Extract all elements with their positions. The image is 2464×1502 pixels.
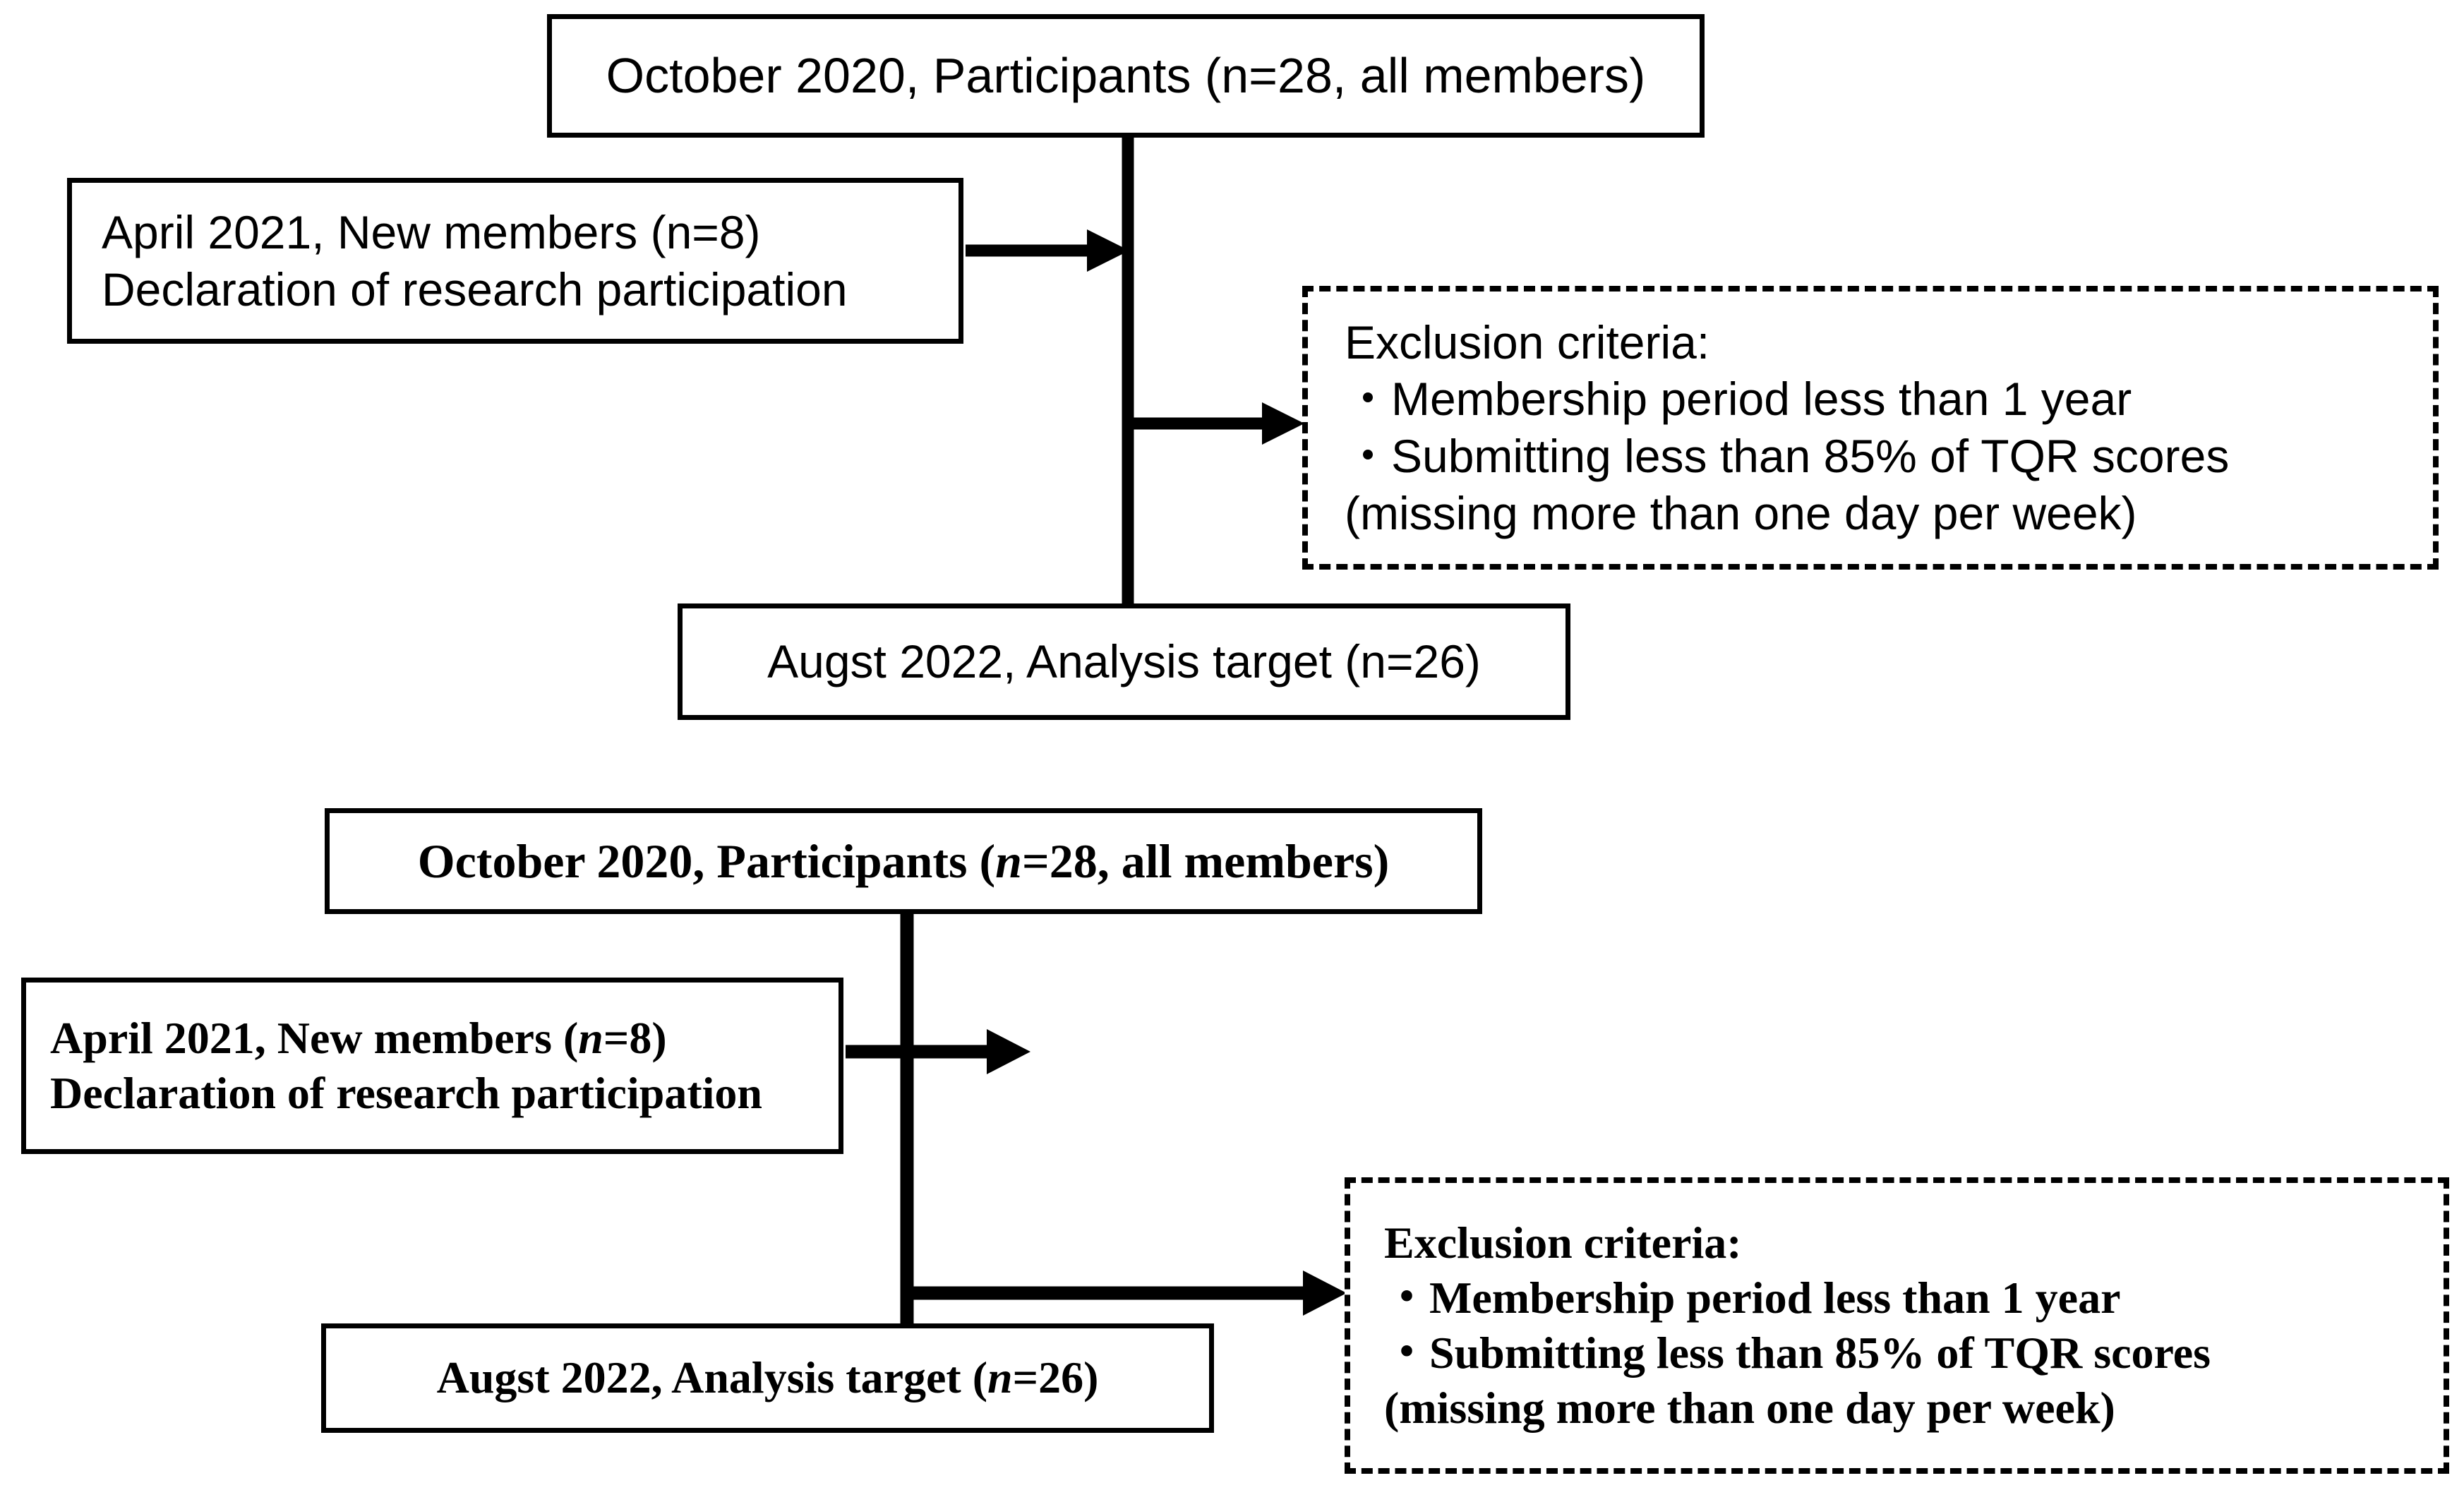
top-new-members-line-1: April 2021, New members (n=8) <box>102 205 761 258</box>
bottom-exclusion-line-3: ・Submitting less than 85% of TQR scores <box>1384 1328 2211 1378</box>
top-analysis-target-box: Augst 2022, Analysis target (n=26) <box>678 603 1570 720</box>
bottom-new-members-box: April 2021, New members (n=8) Declaratio… <box>21 978 843 1154</box>
top-participants-line-1: October 2020, Participants (n=28, all me… <box>606 47 1646 103</box>
top-new-members-line-2: Declaration of research participation <box>102 263 848 316</box>
bottom-participants-box: October 2020, Participants (n=28, all me… <box>325 808 1482 914</box>
top-exclusion-line-1: Exclusion criteria: <box>1345 316 1710 368</box>
bottom-new-members-line-1: April 2021, New members (n=8) <box>50 1012 667 1063</box>
top-exclusion-line-2: ・Membership period less than 1 year <box>1345 373 2132 426</box>
bottom-analysis-line-1: Augst 2022, Analysis target (n=26) <box>436 1352 1099 1403</box>
bottom-exclusion-line-2: ・Membership period less than 1 year <box>1384 1272 2121 1323</box>
bottom-exclusion-line-1: Exclusion criteria: <box>1384 1217 1742 1268</box>
top-exclusion-criteria-box: Exclusion criteria: ・Membership period l… <box>1302 286 2439 570</box>
bottom-participants-line-1: October 2020, Participants (n=28, all me… <box>417 834 1390 888</box>
bottom-analysis-target-box: Augst 2022, Analysis target (n=26) <box>321 1323 1214 1433</box>
top-new-members-box: April 2021, New members (n=8) Declaratio… <box>67 178 963 344</box>
bottom-exclusion-line-4: (missing more than one day per week) <box>1384 1383 2115 1434</box>
top-analysis-line-1: Augst 2022, Analysis target (n=26) <box>767 635 1481 688</box>
top-exclusion-line-3: ・Submitting less than 85% of TQR scores <box>1345 430 2230 482</box>
top-exclusion-line-4: (missing more than one day per week) <box>1345 486 2137 539</box>
bottom-exclusion-criteria-box: Exclusion criteria: ・Membership period l… <box>1345 1177 2449 1474</box>
top-participants-box: October 2020, Participants (n=28, all me… <box>547 14 1705 138</box>
bottom-new-members-line-2: Declaration of research participation <box>50 1068 762 1118</box>
